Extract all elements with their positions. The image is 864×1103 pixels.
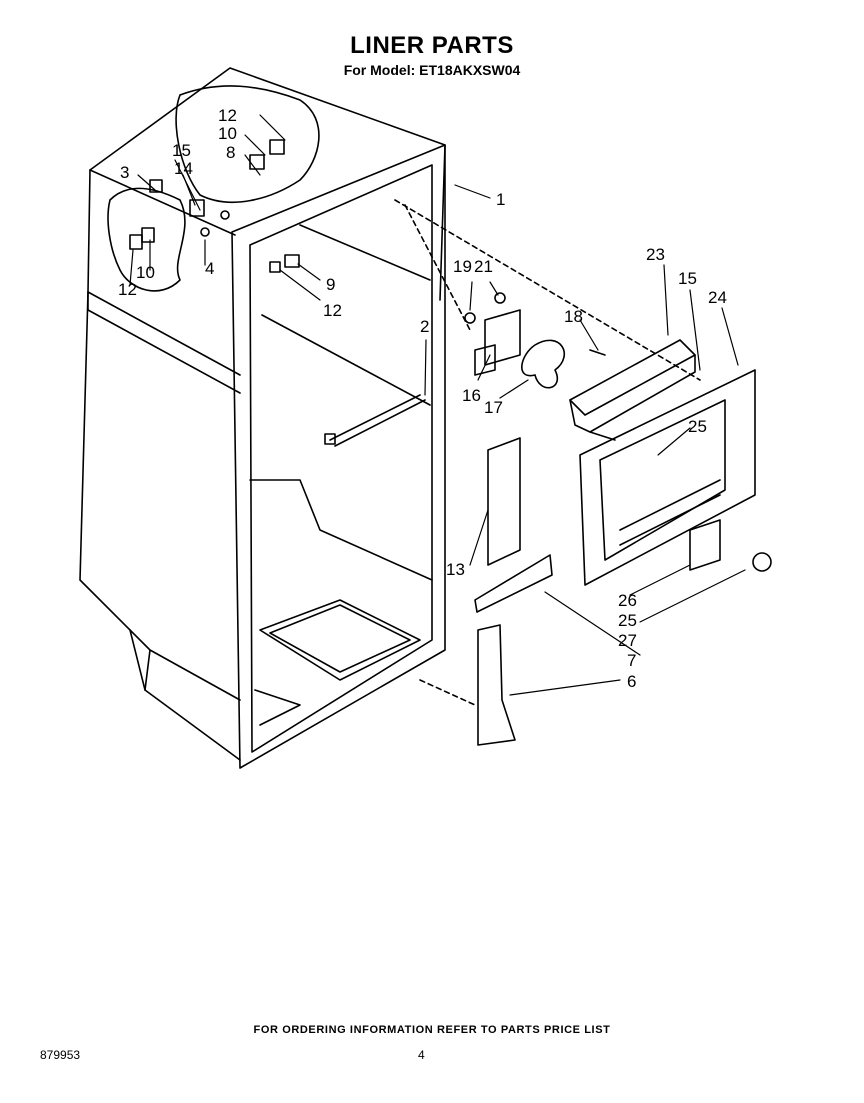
page-number: 4: [418, 1048, 425, 1062]
callout-19: 19: [453, 257, 472, 276]
page-title: LINER PARTS: [350, 32, 514, 59]
liner-cabinet-drawing: [79, 67, 701, 769]
ordering-note: FOR ORDERING INFORMATION REFER TO PARTS …: [253, 1024, 611, 1036]
fan-motor-assembly-drawing: [464, 292, 606, 389]
callout-12-right: 12: [323, 301, 342, 320]
callout-10-lower: 10: [136, 263, 155, 282]
callout-6: 6: [627, 672, 636, 691]
callout-18: 18: [564, 307, 583, 326]
callout-labels: 1 2 3 4 6 7 8 9 10 10 12 12 12 13 14 15 …: [118, 106, 727, 691]
callout-25-upper: 25: [688, 417, 707, 436]
callout-16: 16: [462, 386, 481, 405]
callout-27: 27: [618, 631, 637, 650]
document-number: 879953: [40, 1048, 81, 1062]
callout-1: 1: [496, 190, 505, 209]
callout-13: 13: [446, 560, 465, 579]
callout-4: 4: [205, 259, 214, 278]
callout-2: 2: [420, 317, 429, 336]
duct-panels-drawing: [474, 437, 553, 746]
callout-25-lower: 25: [618, 611, 637, 630]
callout-12-top: 12: [218, 106, 237, 125]
callout-14: 14: [174, 159, 193, 178]
callout-9: 9: [326, 275, 335, 294]
callout-21: 21: [474, 257, 493, 276]
callout-17: 17: [484, 398, 503, 417]
model-subtitle: For Model: ET18AKXSW04: [343, 62, 521, 78]
callout-15-right: 15: [678, 269, 697, 288]
callout-3: 3: [120, 163, 129, 182]
callout-10-upper: 10: [218, 124, 237, 143]
callout-23: 23: [646, 245, 665, 264]
callout-8: 8: [226, 143, 235, 162]
callout-7: 7: [627, 651, 636, 670]
leader-lines: [129, 114, 746, 696]
grille-drawing: [569, 339, 696, 441]
rear-panel-drawing: [579, 369, 772, 586]
callout-15-left: 15: [172, 141, 191, 160]
callout-26: 26: [618, 591, 637, 610]
callout-12-left: 12: [118, 280, 137, 299]
callout-24: 24: [708, 288, 727, 307]
